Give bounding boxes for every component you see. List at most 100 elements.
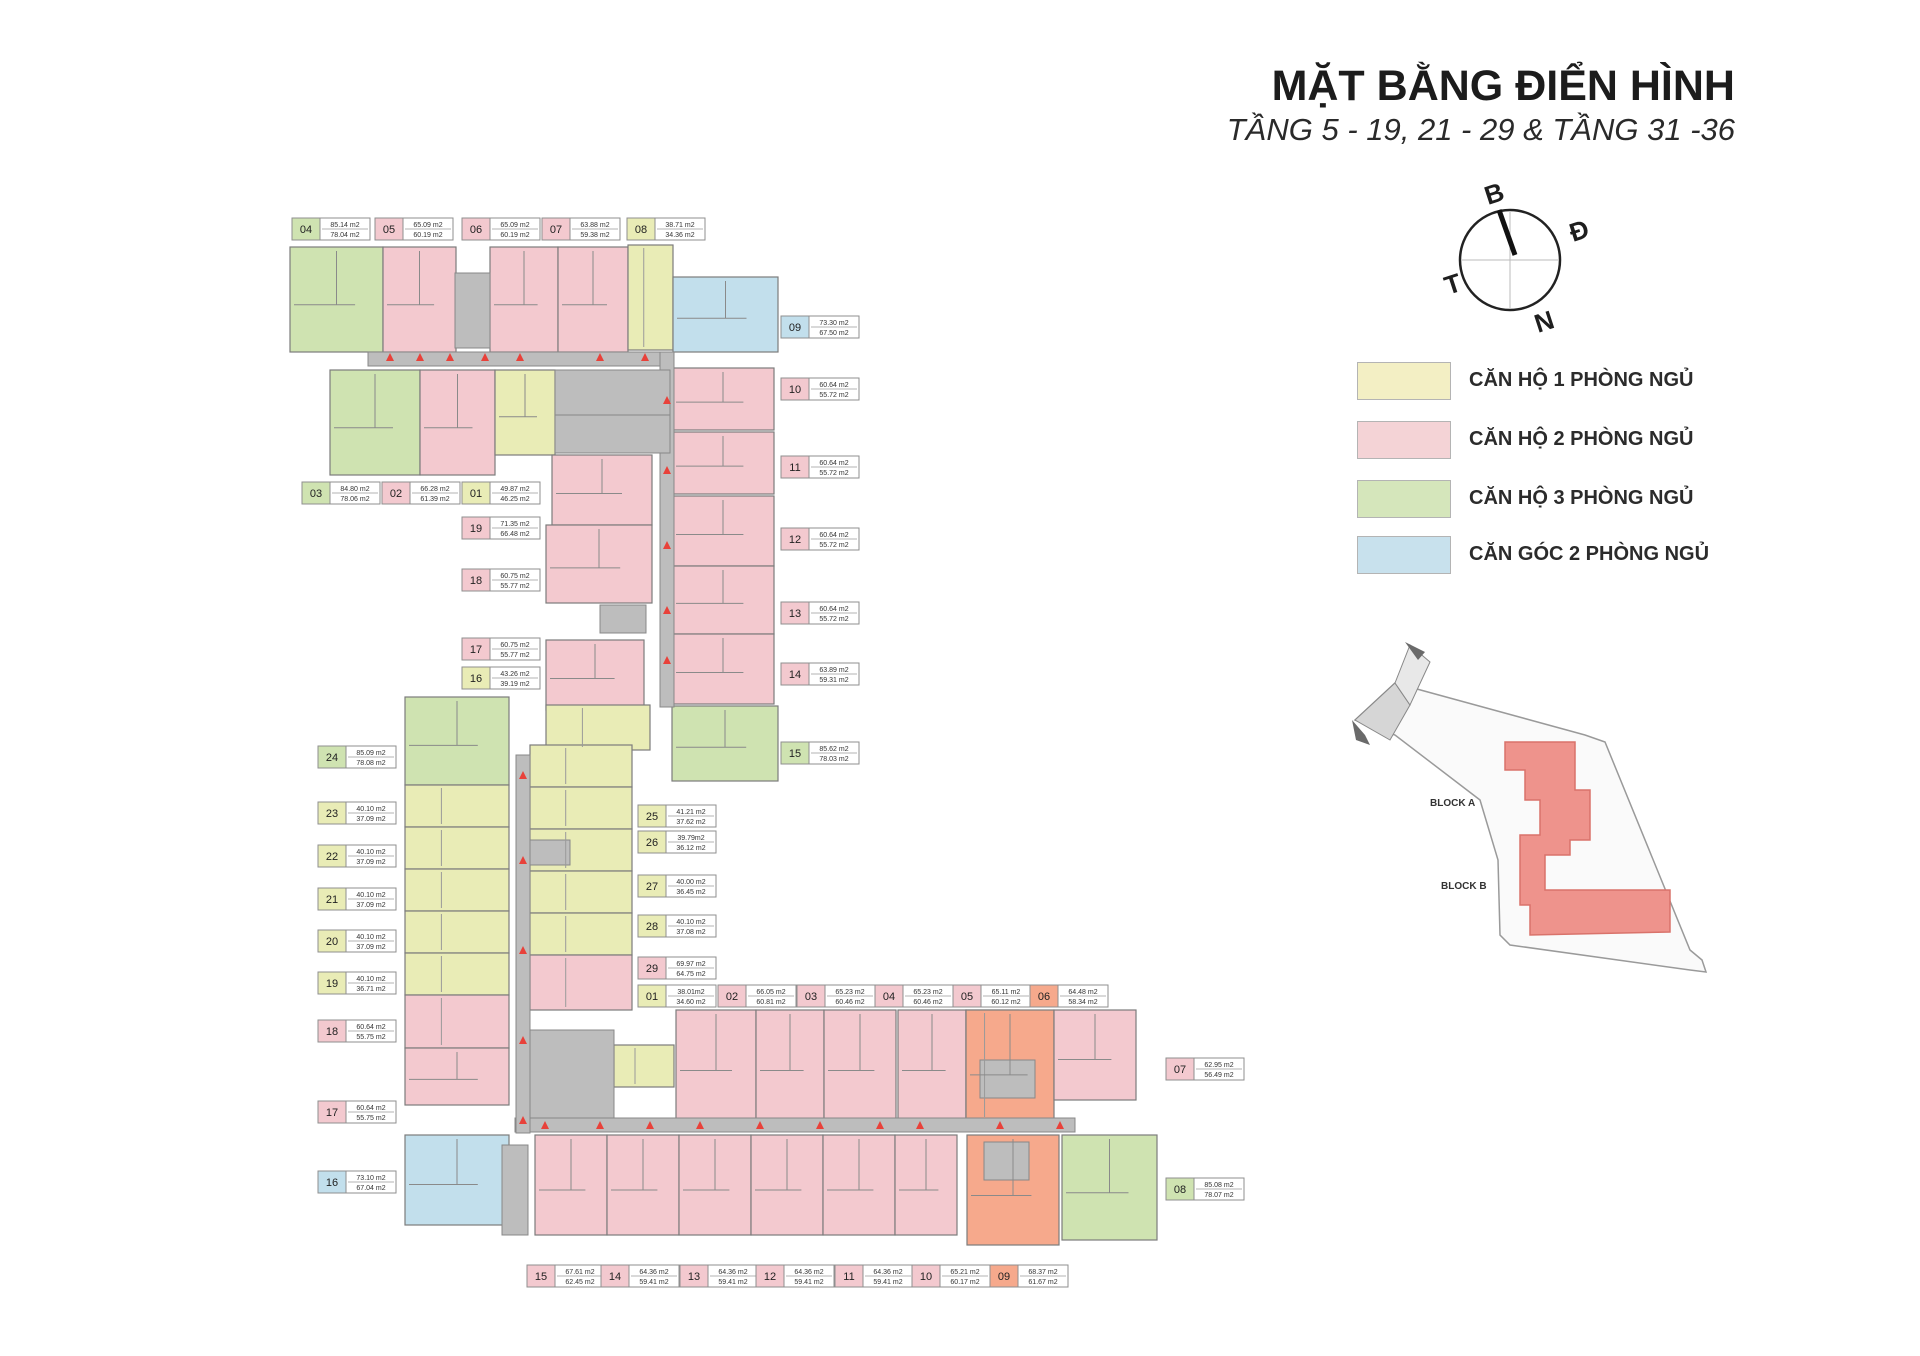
- unit-net-area: 60.46 m2: [835, 999, 864, 1006]
- unit-gross-area: 64.36 m2: [639, 1269, 668, 1276]
- unit-gross-area: 40.10 m2: [356, 806, 385, 813]
- entrance-marker: [663, 656, 671, 664]
- unit-number: 15: [535, 1271, 547, 1283]
- unit-number: 18: [470, 575, 482, 587]
- unit-gross-area: 64.36 m2: [718, 1269, 747, 1276]
- legend-swatch: [1357, 421, 1451, 459]
- unit-number: 13: [688, 1271, 700, 1283]
- legend-corner-two-bedroom: CĂN GÓC 2 PHÒNG NGỦ: [1357, 536, 1717, 576]
- corridor: [529, 1029, 615, 1119]
- corridor: [514, 1117, 1076, 1133]
- unit-number: 20: [326, 936, 338, 948]
- unit-number: 10: [789, 384, 801, 396]
- corridor: [529, 839, 571, 866]
- unit-number: 04: [300, 224, 312, 236]
- corridor: [983, 1141, 1030, 1181]
- unit-gross-area: 41.21 m2: [676, 809, 705, 816]
- unit-number: 13: [789, 608, 801, 620]
- unit-gross-area: 65.09 m2: [413, 222, 442, 229]
- corridor: [599, 604, 647, 634]
- unit-number: 24: [326, 752, 338, 764]
- corridor: [501, 1144, 529, 1236]
- unit-number: 23: [326, 808, 338, 820]
- unit-number: 10: [920, 1271, 932, 1283]
- apartment-unit: [404, 784, 510, 828]
- apartment-unit: [404, 826, 510, 870]
- entrance-marker: [663, 541, 671, 549]
- apartment-unit: [529, 954, 633, 1011]
- unit-gross-area: 40.10 m2: [356, 934, 385, 941]
- unit-gross-area: 65.09 m2: [500, 222, 529, 229]
- unit-gross-area: 85.62 m2: [819, 746, 848, 753]
- unit-net-area: 60.19 m2: [500, 232, 529, 239]
- corridor: [979, 1059, 1036, 1099]
- unit-number: 12: [789, 534, 801, 546]
- site-block-b-label: BLOCK B: [1441, 881, 1487, 892]
- compass-east-label: Đ: [1566, 213, 1593, 247]
- entrance-marker: [481, 353, 489, 361]
- unit-net-area: 55.75 m2: [356, 1115, 385, 1122]
- unit-number: 03: [310, 488, 322, 500]
- unit-gross-area: 66.05 m2: [756, 989, 785, 996]
- entrance-marker: [663, 396, 671, 404]
- entrance-marker: [816, 1121, 824, 1129]
- unit-gross-area: 66.28 m2: [420, 486, 449, 493]
- unit-gross-area: 40.00 m2: [676, 879, 705, 886]
- unit-net-area: 67.50 m2: [819, 330, 848, 337]
- legend-three-bedroom: CĂN HỘ 3 PHÒNG NGỦ: [1357, 480, 1717, 520]
- legend-one-bedroom: CĂN HỘ 1 PHÒNG NGỦ: [1357, 362, 1717, 402]
- unit-net-area: 66.48 m2: [500, 531, 529, 538]
- unit-gross-area: 65.21 m2: [950, 1269, 979, 1276]
- corridor: [554, 414, 671, 454]
- unit-gross-area: 69.97 m2: [676, 961, 705, 968]
- entrance-marker: [916, 1121, 924, 1129]
- unit-number: 26: [646, 837, 658, 849]
- compass-needle: [1496, 209, 1518, 256]
- unit-net-area: 59.41 m2: [639, 1279, 668, 1286]
- corridor: [554, 369, 671, 416]
- entrance-marker: [646, 1121, 654, 1129]
- apartment-unit: [613, 1044, 675, 1088]
- unit-number: 07: [550, 224, 562, 236]
- unit-net-area: 61.67 m2: [1028, 1279, 1057, 1286]
- entrance-marker: [1056, 1121, 1064, 1129]
- unit-gross-area: 60.64 m2: [819, 460, 848, 467]
- legend-label: CĂN HỘ 1 PHÒNG NGỦ: [1469, 369, 1694, 391]
- unit-gross-area: 43.26 m2: [500, 671, 529, 678]
- apartment-unit: [404, 952, 510, 996]
- unit-net-area: 36.71 m2: [356, 986, 385, 993]
- entrance-marker: [876, 1121, 884, 1129]
- unit-net-area: 67.04 m2: [356, 1185, 385, 1192]
- unit-gross-area: 85.08 m2: [1204, 1182, 1233, 1189]
- unit-gross-area: 71.35 m2: [500, 521, 529, 528]
- unit-net-area: 46.25 m2: [500, 496, 529, 503]
- entrance-marker: [596, 353, 604, 361]
- apartment-unit: [545, 704, 651, 751]
- unit-net-area: 55.72 m2: [819, 392, 848, 399]
- unit-number: 27: [646, 881, 658, 893]
- unit-gross-area: 68.37 m2: [1028, 1269, 1057, 1276]
- unit-number: 14: [789, 669, 801, 681]
- unit-number: 21: [326, 894, 338, 906]
- apartment-unit: [404, 910, 510, 954]
